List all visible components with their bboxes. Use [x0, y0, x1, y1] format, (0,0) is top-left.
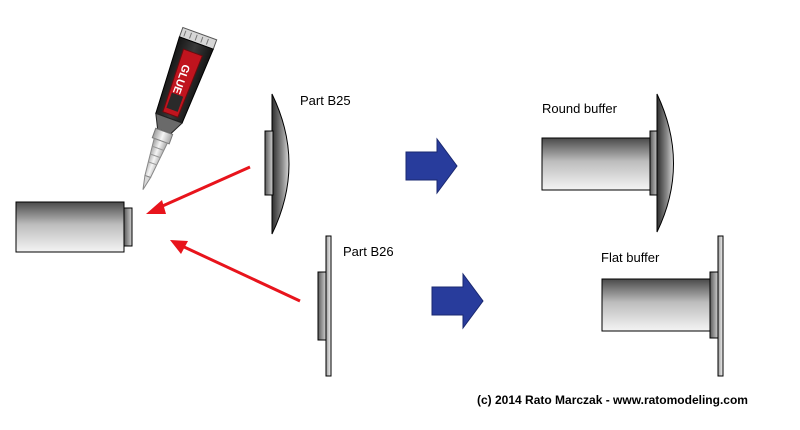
cylinder-body — [15, 201, 133, 253]
part-b25 — [264, 93, 290, 235]
round-buffer-assembly — [541, 93, 674, 233]
label-part-b26: Part B26 — [343, 244, 394, 259]
label-flat-buffer: Flat buffer — [601, 250, 660, 265]
label-round-buffer: Round buffer — [542, 101, 617, 116]
red-arrow-upper — [146, 165, 251, 214]
red-arrow-lower — [170, 240, 301, 303]
glue-tube-icon — [142, 26, 218, 190]
copyright-credit: (c) 2014 Rato Marczak - www.ratomodeling… — [477, 393, 748, 407]
blue-arrow-upper — [405, 137, 458, 195]
flat-buffer-assembly — [601, 235, 724, 377]
part-b26 — [317, 235, 332, 377]
label-part-b25: Part B25 — [300, 93, 351, 108]
blue-arrow-lower — [431, 272, 484, 330]
